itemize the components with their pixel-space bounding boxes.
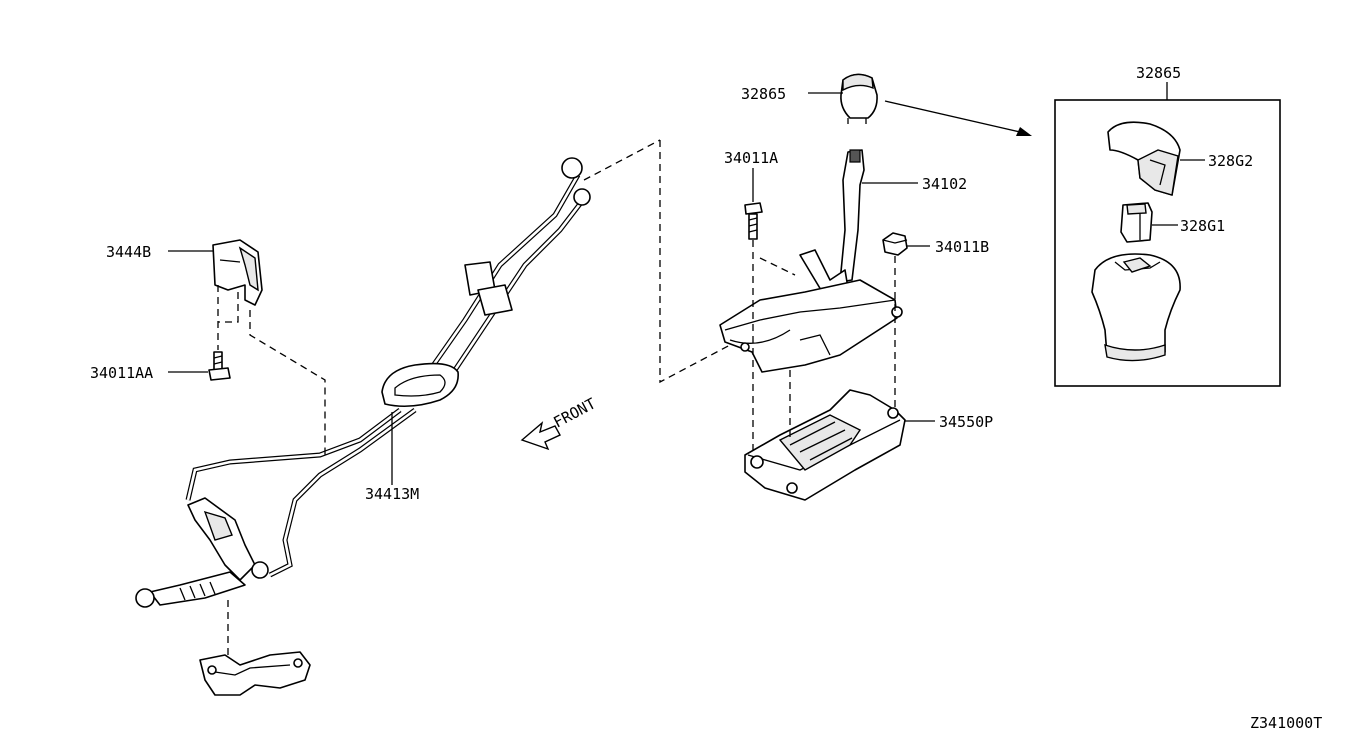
lower-bracket-part (199, 651, 311, 696)
knob-insert-part (1120, 202, 1153, 243)
label-34011b: 34011B (935, 238, 989, 256)
control-cable-part (135, 157, 591, 608)
knob-detail-box (1054, 82, 1281, 387)
label-32865-detail: 32865 (1136, 64, 1181, 82)
diagram-code: Z341000T (1250, 714, 1322, 732)
nut-34011b-part (882, 232, 908, 256)
lever-housing-part (719, 279, 903, 373)
cable-alignment-lines (217, 285, 326, 660)
bolt-34011aa-part (208, 351, 231, 381)
detail-arrow (884, 100, 1032, 136)
leader-lines (168, 92, 1205, 485)
label-34413m: 34413M (365, 485, 419, 503)
label-32865-main: 32865 (741, 85, 786, 103)
label-34550p: 34550P (939, 413, 993, 431)
label-3444b: 3444B (106, 243, 151, 261)
bolt-34011a-part (744, 202, 763, 240)
label-328g1: 328G1 (1180, 217, 1225, 235)
knob-body-part (1091, 253, 1181, 362)
front-direction-arrow: FRONT (520, 394, 599, 451)
label-34102: 34102 (922, 175, 967, 193)
front-label: FRONT (550, 394, 598, 431)
lever-alignment-lines (583, 139, 896, 450)
label-34011a: 34011A (724, 149, 778, 167)
base-bracket-part (744, 389, 906, 501)
label-328g2: 328G2 (1208, 152, 1253, 170)
label-34011aa: 34011AA (90, 364, 153, 382)
knob-cover-part (1107, 121, 1181, 196)
shift-knob-part (840, 73, 878, 124)
bracket-3444b-part (212, 239, 263, 306)
